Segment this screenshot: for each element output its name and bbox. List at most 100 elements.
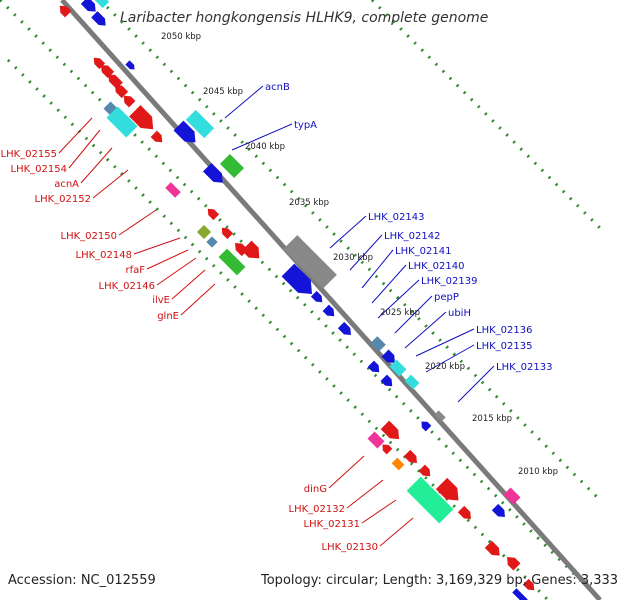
leader-rfaf <box>146 249 189 270</box>
leader-lhk-02143 <box>329 215 367 249</box>
label-lhk-02131: LHK_02131 <box>304 519 360 530</box>
label-lhk-02155: LHK_02155 <box>1 149 57 160</box>
gene-arrow-14 <box>150 130 163 143</box>
gene-block-39 <box>434 410 446 422</box>
gene-arrow-45 <box>418 464 431 477</box>
gene-arrow-51 <box>484 540 500 556</box>
gene-block-18 <box>219 153 245 179</box>
kbp-label-2045-kbp: 2045 kbp <box>203 87 243 97</box>
tick-track-3 <box>6 58 550 600</box>
gene-block-46 <box>406 476 454 524</box>
gene-block-49 <box>503 487 521 505</box>
gene-arrow-15 <box>173 120 196 143</box>
tick-track-1 <box>0 0 602 600</box>
label-lhk-02132: LHK_02132 <box>289 504 345 515</box>
label-lhk-02142: LHK_02142 <box>384 231 440 242</box>
label-lhk-02146: LHK_02146 <box>99 281 155 292</box>
gene-block-16 <box>185 109 215 139</box>
leader-lhk-02131 <box>361 499 397 524</box>
label-leaders <box>58 85 495 547</box>
label-acnb: acnB <box>265 82 290 93</box>
kbp-label-2025-kbp: 2025 kbp <box>380 308 420 318</box>
kbp-label-2030-kbp: 2030 kbp <box>333 253 373 263</box>
gene-block-19 <box>165 182 181 198</box>
gene-arrow-13 <box>129 105 154 130</box>
label-acna: acnA <box>54 179 79 190</box>
leader-ding <box>328 455 365 489</box>
tick-track-4 <box>370 0 602 230</box>
gene-arrow-5 <box>125 60 135 70</box>
kbp-label-2040-kbp: 2040 kbp <box>245 142 285 152</box>
gene-arrow-26 <box>241 240 260 259</box>
gene-arrow-9 <box>115 85 129 99</box>
gene-block-12 <box>106 106 138 138</box>
gene-arrow-33 <box>381 349 395 363</box>
tick-lines <box>0 0 602 600</box>
gene-arrow-48 <box>457 505 471 519</box>
kbp-labels: 2050 kbp 2045 kbp 2040 kbp 2035 kbp 2030 kbp… <box>161 32 558 477</box>
label-lhk-02148: LHK_02148 <box>76 250 132 261</box>
gene-arrow-30 <box>322 304 335 317</box>
gene-arrow-2 <box>80 0 96 12</box>
accession-text: Accession: NC_012559 <box>8 573 156 588</box>
gene-block-25 <box>218 248 246 276</box>
gene-arrow-31 <box>337 321 351 335</box>
leader-ilve <box>171 269 206 300</box>
map-title: Laribacter hongkongensis HLHK9, complete… <box>120 10 489 26</box>
leader-lhk-02135 <box>425 344 475 373</box>
leader-lhk-02146 <box>156 257 197 286</box>
label-glne: glnE <box>157 311 179 322</box>
kbp-label-2035-kbp: 2035 kbp <box>289 198 329 208</box>
gene-arrow-38 <box>421 421 432 432</box>
gene-arrow-40 <box>380 420 400 440</box>
label-lhk-02139: LHK_02139 <box>421 276 477 287</box>
leader-lhk-02148 <box>133 237 181 255</box>
leader-glne <box>180 283 216 316</box>
gene-block-44 <box>391 457 405 471</box>
gene-block-3 <box>92 0 110 9</box>
gene-arrow-50 <box>491 503 505 517</box>
genome-map: acnBtypALHK_02143LHK_02142LHK_02141LHK_0… <box>0 0 602 600</box>
gene-arrow-4 <box>91 11 106 26</box>
leader-ubih <box>404 311 447 349</box>
leader-lhk-02132 <box>346 479 384 509</box>
gene-arrow-42 <box>382 444 393 455</box>
label-lhk-02140: LHK_02140 <box>408 261 464 272</box>
label-lhk-02154: LHK_02154 <box>11 164 67 175</box>
label-lhk-02143: LHK_02143 <box>368 212 424 223</box>
kbp-label-2010-kbp: 2010 kbp <box>518 467 558 477</box>
leader-lhk-02150 <box>118 209 157 236</box>
label-ilve: ilvE <box>152 295 170 306</box>
label-rfaf: rfaF <box>125 265 145 276</box>
gene-block-32 <box>370 336 386 352</box>
leader-lhk-02155 <box>58 117 93 154</box>
gene-arrow-36 <box>380 374 393 387</box>
label-lhk-02152: LHK_02152 <box>35 194 91 205</box>
label-lhk-02136: LHK_02136 <box>476 325 532 336</box>
gene-block-34 <box>389 359 407 377</box>
kbp-label-2015-kbp: 2015 kbp <box>472 414 512 424</box>
label-lhk-02133: LHK_02133 <box>496 362 552 373</box>
leader-lhk-02133 <box>457 365 495 403</box>
leader-lhk-02142 <box>349 234 383 271</box>
gene-labels: acnBtypALHK_02143LHK_02142LHK_02141LHK_0… <box>1 82 553 553</box>
tick-track-2 <box>98 0 602 502</box>
label-typa: typA <box>294 120 317 131</box>
gene-block-37 <box>404 374 420 390</box>
label-lhk-02130: LHK_02130 <box>322 542 378 553</box>
gene-block-54 <box>512 588 528 600</box>
leader-lhk-02140 <box>371 264 407 304</box>
label-lhk-02135: LHK_02135 <box>476 341 532 352</box>
kbp-label-2050-kbp: 2050 kbp <box>161 32 201 42</box>
label-ding: dinG <box>304 484 327 495</box>
gene-arrow-17 <box>202 162 223 183</box>
kbp-label-2020-kbp: 2020 kbp <box>425 362 465 372</box>
label-ubih: ubiH <box>448 308 471 319</box>
gene-arrow-10 <box>123 95 136 108</box>
gene-arrow-53 <box>522 578 535 591</box>
leader-typa <box>231 123 293 151</box>
label-pepp: pepP <box>434 292 459 303</box>
gene-block-41 <box>367 431 385 449</box>
gene-arrow-28 <box>281 263 313 295</box>
leader-acnb <box>224 85 264 119</box>
